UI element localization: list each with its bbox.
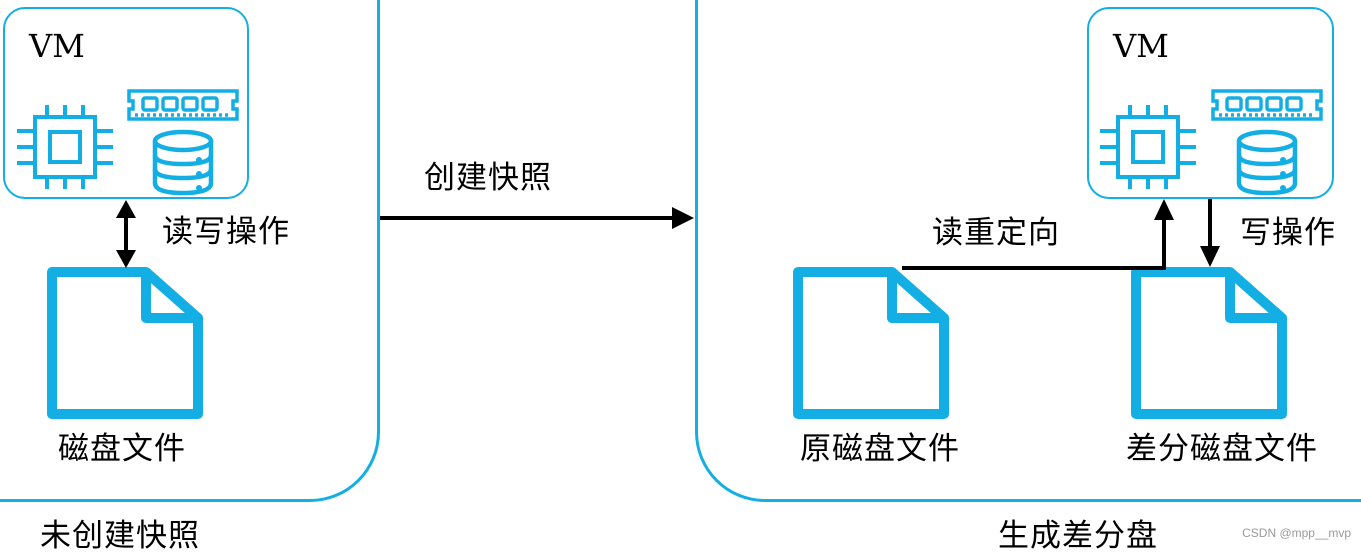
write-arrow — [1200, 199, 1220, 267]
memory-module-icon — [1211, 89, 1323, 121]
document-icon — [1131, 267, 1287, 419]
cpu-chip-icon — [1100, 105, 1196, 189]
read-write-label: 读写操作 — [162, 214, 290, 250]
watermark: CSDN @mpp__mvp — [1242, 526, 1351, 540]
original-disk-file-label: 原磁盘文件 — [800, 431, 960, 467]
create-snapshot-label: 创建快照 — [424, 160, 552, 196]
vm-label-left: VM — [29, 27, 85, 65]
create-snapshot-arrow — [380, 207, 694, 229]
diff-disk-file-label: 差分磁盘文件 — [1126, 431, 1318, 467]
read-redirect-label: 读重定向 — [932, 215, 1060, 251]
diff-disk-caption: 生成差分盘 — [998, 518, 1158, 554]
database-icon — [1236, 129, 1298, 196]
cpu-chip-icon — [17, 105, 113, 189]
read-write-arrow — [116, 200, 136, 268]
database-icon — [152, 129, 214, 196]
vm-box-left: VM — [3, 7, 249, 199]
read-redirect-arrow — [902, 199, 1174, 270]
no-snapshot-caption: 未创建快照 — [40, 518, 200, 554]
document-icon — [793, 267, 949, 419]
memory-module-icon — [127, 89, 239, 121]
vm-label-right: VM — [1113, 27, 1169, 65]
disk-file-label: 磁盘文件 — [58, 431, 186, 467]
document-icon — [47, 267, 203, 419]
vm-box-right: VM — [1087, 7, 1334, 199]
write-operation-label: 写操作 — [1240, 215, 1336, 251]
